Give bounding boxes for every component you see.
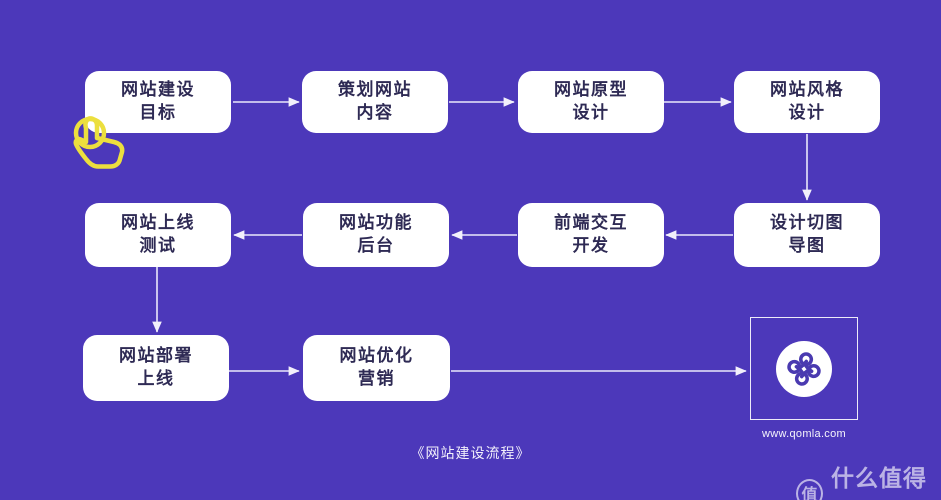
logo-box bbox=[750, 317, 858, 420]
node-label-line1: 网站优化 bbox=[339, 346, 414, 366]
node-label-line1: 网站部署 bbox=[119, 346, 193, 366]
diagram-caption: 《网站建设流程》 bbox=[410, 445, 531, 461]
node-label-line2: 上线 bbox=[137, 369, 175, 388]
node-label-line2: 内容 bbox=[356, 103, 394, 122]
flow-node-launch-testing: 网站上线 测试 bbox=[85, 203, 231, 267]
flow-node-optimize-marketing: 网站优化 营销 bbox=[303, 335, 450, 401]
logo-circle bbox=[776, 340, 832, 397]
node-label-line2: 测试 bbox=[139, 236, 177, 255]
flow-node-frontend-dev: 前端交互 开发 bbox=[518, 203, 664, 267]
tap-cursor-icon bbox=[73, 116, 125, 169]
node-label-line1: 前端交互 bbox=[554, 213, 628, 233]
node-label-line2: 目标 bbox=[139, 103, 177, 122]
flow-node-plan-content: 策划网站 内容 bbox=[302, 71, 448, 133]
flow-node-backend-features: 网站功能 后台 bbox=[303, 203, 449, 267]
smzdm-watermark-label: 什么值得买 bbox=[830, 465, 927, 500]
flow-node-deploy-launch: 网站部署 上线 bbox=[83, 335, 229, 401]
qomla-clover-icon bbox=[787, 351, 821, 386]
node-label-line1: 网站功能 bbox=[339, 213, 413, 233]
node-label-line2: 设计 bbox=[788, 103, 826, 122]
node-label-line2: 营销 bbox=[358, 369, 395, 388]
flow-node-style-design: 网站风格 设计 bbox=[734, 71, 880, 133]
node-label-line2: 开发 bbox=[572, 236, 610, 255]
smzdm-watermark: 值 什么值得买 bbox=[796, 459, 941, 500]
smzdm-value-icon: 值 bbox=[796, 478, 823, 500]
node-label-line1: 网站建设 bbox=[121, 80, 195, 100]
node-label-line1: 网站上线 bbox=[121, 213, 195, 233]
logo-site-url: www.qomla.com bbox=[762, 428, 846, 440]
node-label-line1: 策划网站 bbox=[338, 80, 412, 100]
flow-node-website-goals: 网站建设 目标 bbox=[85, 71, 231, 133]
node-label-line2: 设计 bbox=[572, 103, 610, 122]
node-label-line1: 网站风格 bbox=[770, 80, 844, 100]
flow-node-design-slicing: 设计切图 导图 bbox=[734, 203, 880, 267]
flow-node-prototype-design: 网站原型 设计 bbox=[518, 71, 664, 133]
node-label-line2: 后台 bbox=[357, 236, 395, 255]
node-label-line2: 导图 bbox=[788, 236, 826, 255]
node-label-line1: 网站原型 bbox=[554, 80, 628, 100]
node-label-line1: 设计切图 bbox=[770, 213, 844, 233]
